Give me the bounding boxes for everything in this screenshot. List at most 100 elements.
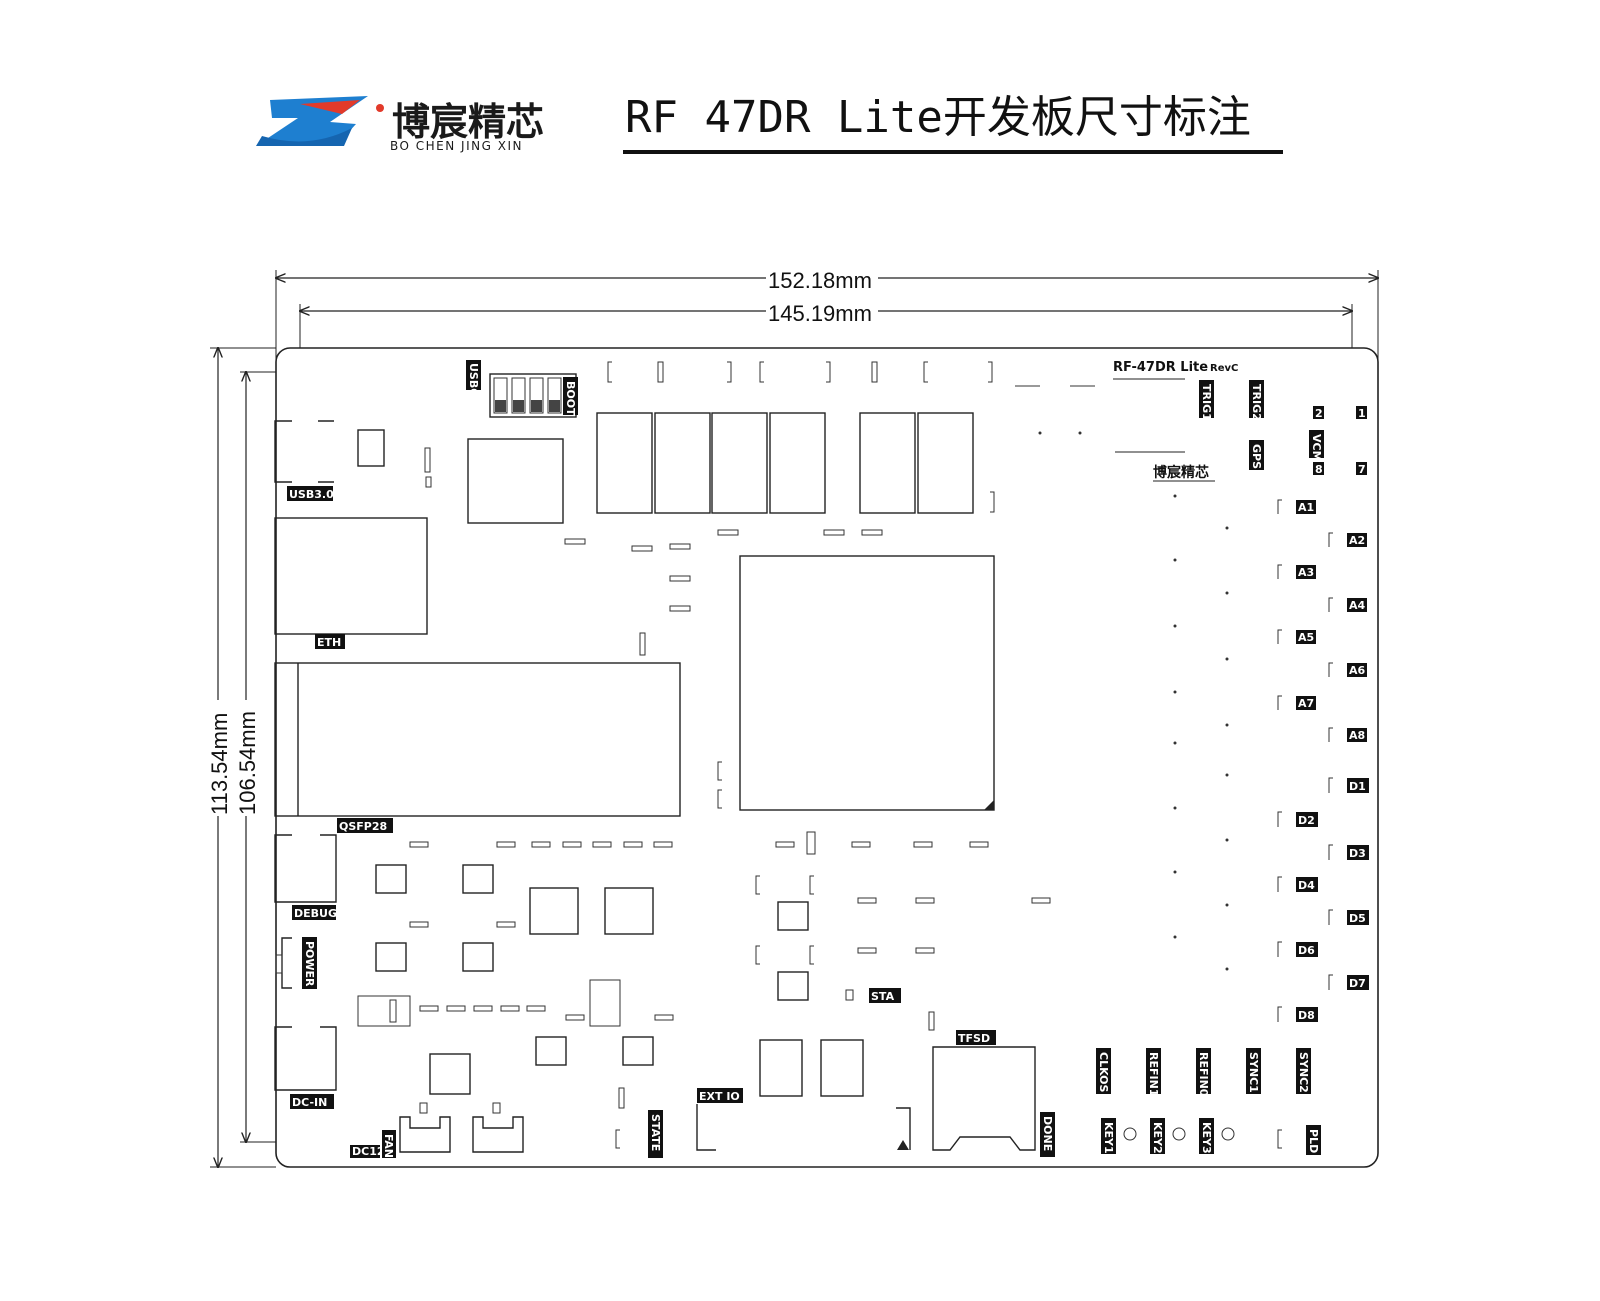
extio-label: EXT IO xyxy=(697,1088,743,1103)
svg-text:EXT IO: EXT IO xyxy=(699,1090,740,1103)
svg-text:D4: D4 xyxy=(1298,879,1315,892)
channel-a7: A7 xyxy=(1296,696,1316,710)
svg-text:RevC: RevC xyxy=(1210,363,1238,374)
key-buttons[interactable] xyxy=(1123,1127,1235,1141)
svg-text:USBC: USBC xyxy=(467,363,480,396)
clkos-label: CLKOS xyxy=(1096,1048,1111,1094)
refin1-label: REFIN1 xyxy=(1146,1048,1161,1096)
key3-label: KEY3 xyxy=(1199,1118,1214,1154)
svg-text:1: 1 xyxy=(1358,407,1366,420)
eth-connector xyxy=(274,517,428,635)
ext-io-connector xyxy=(696,1104,716,1151)
channel-a1: A1 xyxy=(1296,500,1316,514)
qsfp28-cage xyxy=(274,662,681,817)
channel-a8: A8 xyxy=(1347,728,1367,742)
mid-passives xyxy=(564,529,883,809)
svg-text:TFSD: TFSD xyxy=(958,1032,990,1045)
logo-subtitle: BO CHEN JING XIN xyxy=(390,139,523,153)
tfsd-slot xyxy=(932,1046,1036,1151)
via-dots xyxy=(1038,431,1229,971)
channel-d5: D5 xyxy=(1347,910,1369,925)
dimension-inner-width: 145.19mm xyxy=(300,299,1352,348)
refin0-label: REFIN0 xyxy=(1196,1048,1211,1097)
svg-text:A7: A7 xyxy=(1298,697,1314,710)
svg-text:VCM: VCM xyxy=(1310,434,1323,462)
channel-a4: A4 xyxy=(1347,598,1367,612)
channel-d4: D4 xyxy=(1296,877,1318,892)
svg-text:D2: D2 xyxy=(1298,814,1315,827)
svg-text:GPS: GPS xyxy=(1250,444,1263,469)
svg-text:RF-47DR Lite: RF-47DR Lite xyxy=(1113,360,1208,375)
usb30-label: USB3.0 xyxy=(287,486,334,501)
header-pin-numbers: 2 1 8 7 xyxy=(1313,406,1367,476)
svg-text:D5: D5 xyxy=(1349,912,1366,925)
logo-mark-icon xyxy=(256,96,384,146)
channel-connector-marks xyxy=(1277,499,1333,1022)
svg-text:TRIG1: TRIG1 xyxy=(1200,384,1213,421)
svg-text:A1: A1 xyxy=(1298,501,1314,514)
svg-text:7: 7 xyxy=(1358,463,1366,476)
svg-text:BOOT: BOOT xyxy=(564,381,577,416)
soc-module xyxy=(467,438,564,524)
outer-width-label: 152.18mm xyxy=(768,268,872,293)
svg-text:SYNC2: SYNC2 xyxy=(1297,1052,1310,1093)
debug-label: DEBUG xyxy=(292,905,337,920)
inner-width-label: 145.19mm xyxy=(768,301,872,326)
key1-label: KEY1 xyxy=(1101,1118,1116,1154)
usb-chip xyxy=(357,429,385,467)
svg-text:USB3.0: USB3.0 xyxy=(289,488,334,501)
svg-text:TRIG2: TRIG2 xyxy=(1250,384,1263,421)
top-passives xyxy=(607,361,1095,513)
svg-text:REFIN0: REFIN0 xyxy=(1197,1052,1210,1097)
inner-height-label: 106.54mm xyxy=(235,711,260,815)
svg-text:8: 8 xyxy=(1315,463,1323,476)
channel-a5: A5 xyxy=(1296,630,1316,644)
svg-text:KEY1: KEY1 xyxy=(1102,1122,1115,1154)
usbc-label: USBC xyxy=(466,360,481,396)
svg-text:ETH: ETH xyxy=(317,636,341,649)
channel-d7: D7 xyxy=(1347,975,1369,990)
svg-text:POWER: POWER xyxy=(303,941,316,987)
svg-text:STA: STA xyxy=(871,990,895,1003)
svg-text:DONE: DONE xyxy=(1041,1116,1054,1151)
svg-text:D7: D7 xyxy=(1349,977,1366,990)
power-label: POWER xyxy=(302,937,317,989)
page-title: RF 47DR Lite开发板尺寸标注 xyxy=(625,92,1251,143)
svg-text:A6: A6 xyxy=(1349,664,1366,677)
power-regulators xyxy=(375,864,809,1095)
svg-text:A4: A4 xyxy=(1349,599,1366,612)
state-label: STATE xyxy=(648,1110,663,1158)
svg-text:D3: D3 xyxy=(1349,847,1366,860)
trig1-label: TRIG1 xyxy=(1199,380,1214,421)
done-label: DONE xyxy=(1040,1112,1055,1157)
svg-text:DC-IN: DC-IN xyxy=(292,1096,327,1109)
channel-d1: D1 xyxy=(1347,778,1369,793)
svg-text:PLD: PLD xyxy=(1307,1129,1320,1153)
channel-labels: A1 A2 A3 A4 A5 A6 A7 A8 D1 D2 D3 D4 D5 D… xyxy=(1296,500,1369,1022)
state-led xyxy=(615,1129,620,1149)
board-brand: 博宸精芯 xyxy=(1153,464,1215,482)
sync2-label: SYNC2 xyxy=(1296,1048,1311,1094)
svg-text:REFIN1: REFIN1 xyxy=(1147,1052,1160,1096)
company-logo: 博宸精芯 BO CHEN JING XIN xyxy=(256,96,544,153)
svg-text:STATE: STATE xyxy=(649,1114,662,1151)
svg-text:D6: D6 xyxy=(1298,944,1315,957)
trig2-label: TRIG2 xyxy=(1249,380,1264,421)
fan-connectors xyxy=(399,1116,524,1153)
svg-text:D8: D8 xyxy=(1298,1009,1315,1022)
channel-d8: D8 xyxy=(1296,1007,1318,1022)
svg-text:A5: A5 xyxy=(1298,631,1314,644)
svg-text:博宸精芯: 博宸精芯 xyxy=(1153,464,1209,481)
logo-name: 博宸精芯 xyxy=(392,100,544,144)
channel-a6: A6 xyxy=(1347,663,1367,677)
channel-a3: A3 xyxy=(1296,565,1316,579)
board-name: RF-47DR Lite RevC xyxy=(1113,360,1238,380)
channel-d6: D6 xyxy=(1296,942,1318,957)
svg-text:A8: A8 xyxy=(1349,729,1365,742)
ext-io-chips xyxy=(759,1039,864,1097)
dc12-label: DC12 xyxy=(350,1145,385,1158)
svg-text:QSFP28: QSFP28 xyxy=(339,820,387,833)
vcm-label: VCM xyxy=(1309,430,1324,462)
svg-text:A3: A3 xyxy=(1298,566,1314,579)
